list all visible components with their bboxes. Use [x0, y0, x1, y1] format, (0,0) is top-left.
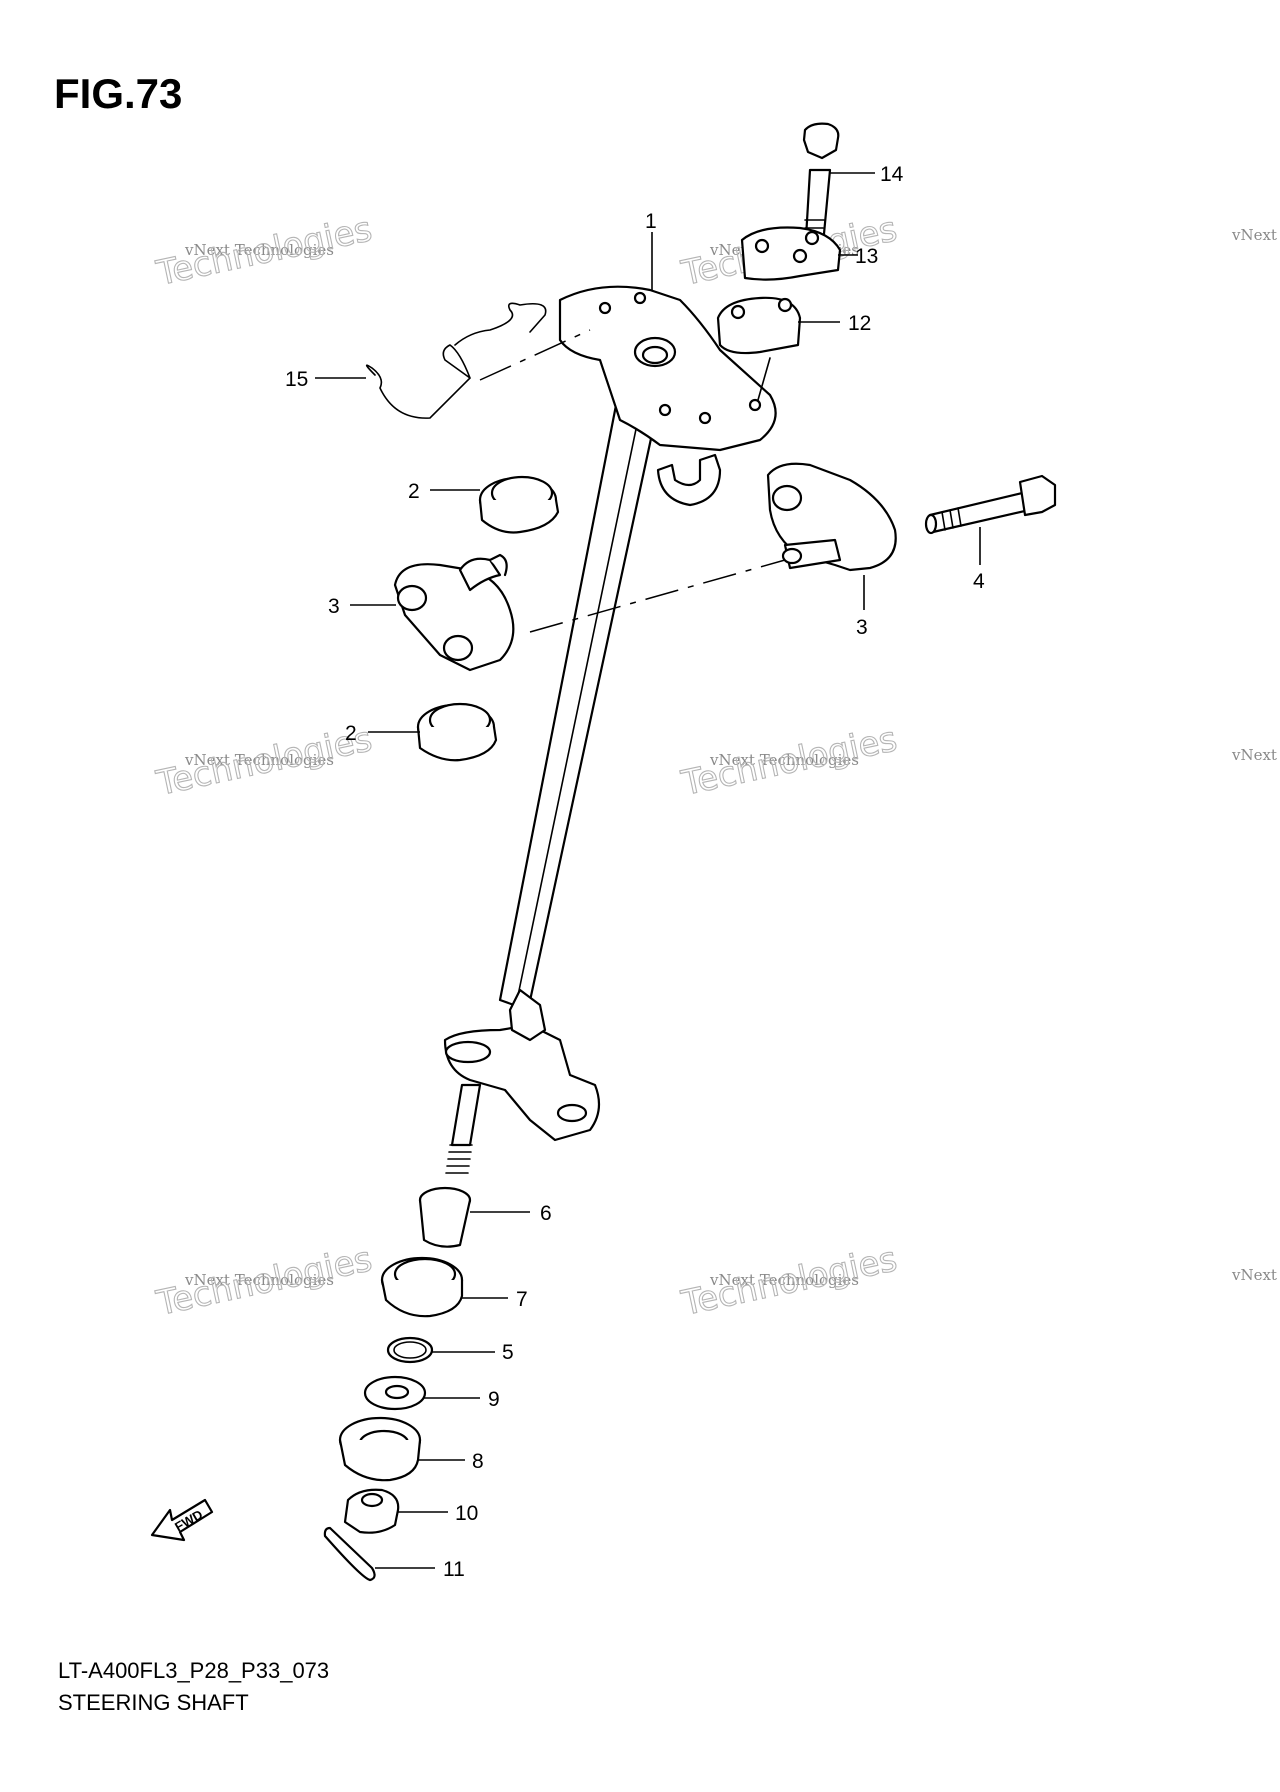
watermark-text: vNext Technologies — [184, 241, 334, 259]
callout-label: 5 — [502, 1341, 514, 1364]
watermark-large-text: Technologies — [678, 1239, 901, 1324]
callout-label: 3 — [856, 616, 868, 639]
column-highlight-line — [515, 409, 641, 1006]
lower-stopper-tab — [508, 988, 547, 1042]
top-plate-bolt-hole — [658, 403, 672, 417]
callout-label: 3 — [328, 595, 340, 618]
callout-label: 15 — [285, 368, 308, 391]
upper-bush-part — [478, 475, 560, 534]
spindle-thread — [445, 1144, 473, 1174]
watermark-large-text: Technologies — [153, 1239, 376, 1324]
callouts: 1 2 2 3 3 4 5 6 7 8 9 10 11 12 13 14 15 — [285, 163, 985, 1581]
callout-label: 4 — [973, 570, 985, 593]
top-plate-hole-inner — [641, 345, 669, 365]
clip-part — [365, 302, 547, 419]
top-plate-bolt-hole — [748, 398, 762, 412]
watermark-edge-text: vNext — [1231, 746, 1277, 764]
callout-label: 2 — [408, 480, 420, 503]
cotter-pin-part — [323, 1526, 376, 1582]
watermark-edge-text: vNext — [1231, 1266, 1277, 1284]
watermark-edge-text: vNext — [1231, 226, 1277, 244]
forward-direction-arrow: FWD — [150, 1498, 214, 1542]
watermark-large-text: Technologies — [153, 719, 376, 804]
top-plate-bolt-hole — [633, 291, 647, 305]
watermark-large-text: Technologies — [678, 719, 901, 804]
watermark: vNext Technologies Technologies — [677, 1239, 901, 1325]
callout-label: 1 — [645, 210, 657, 233]
watermark: vNext Technologies Technologies — [152, 209, 376, 295]
watermark: vNext Technologies Technologies — [152, 1239, 376, 1325]
callout-label: 9 — [488, 1388, 500, 1411]
figure-name-label: STEERING SHAFT — [58, 1690, 249, 1715]
holder-bolt-part — [924, 474, 1057, 535]
holder-leader-dash — [529, 559, 786, 633]
lower-bush-sleeve-part — [418, 1186, 472, 1248]
o-ring-inner — [393, 1341, 427, 1359]
figure-title: FIG.73 — [54, 70, 183, 117]
clip-leader-dash — [479, 329, 591, 381]
callout-label: 12 — [848, 312, 871, 335]
handlebar-lower-clamp-part — [716, 296, 802, 355]
watermark: vNext Technologies Technologies — [677, 719, 901, 805]
cable-guide-loop — [656, 453, 722, 507]
right-holder-part — [766, 462, 897, 572]
oil-seal-part — [380, 1256, 464, 1318]
watermark-text: vNext Technologies — [709, 751, 859, 769]
top-bracket-plate — [558, 285, 777, 452]
watermark-text: vNext Technologies — [709, 1271, 859, 1289]
callout-label: 14 — [880, 163, 904, 186]
watermark-text: vNext Technologies — [184, 1271, 334, 1289]
lower-bush-part — [416, 702, 498, 762]
callout-label: 7 — [516, 1288, 528, 1311]
lower-spindle — [450, 1083, 482, 1147]
callout-label: 6 — [540, 1202, 552, 1225]
watermark-large-text: Technologies — [153, 209, 376, 294]
callout-label: 2 — [345, 722, 357, 745]
callout-label: 11 — [443, 1558, 465, 1581]
handlebar-upper-clamp-part — [740, 226, 842, 281]
watermark-text: vNext Technologies — [184, 751, 334, 769]
castle-nut-part — [343, 1488, 400, 1534]
callout-label: 8 — [472, 1450, 484, 1473]
callout-label: 10 — [455, 1502, 478, 1525]
top-plate-bolt-hole — [698, 411, 712, 425]
lower-arm-collar — [444, 1040, 492, 1064]
clamp-alignment-line — [757, 357, 771, 401]
model-code-label: LT-A400FL3_P28_P33_073 — [58, 1658, 330, 1683]
left-holder-part — [393, 553, 515, 672]
washer-hole — [384, 1384, 410, 1400]
steering-shaft-part — [443, 285, 777, 1174]
watermark: vNext Technologies Technologies — [152, 719, 376, 805]
lower-arm-hole — [556, 1103, 588, 1123]
callout-label: 13 — [855, 245, 878, 268]
dust-seal-part — [338, 1416, 422, 1482]
top-plate-bolt-hole — [598, 301, 612, 315]
